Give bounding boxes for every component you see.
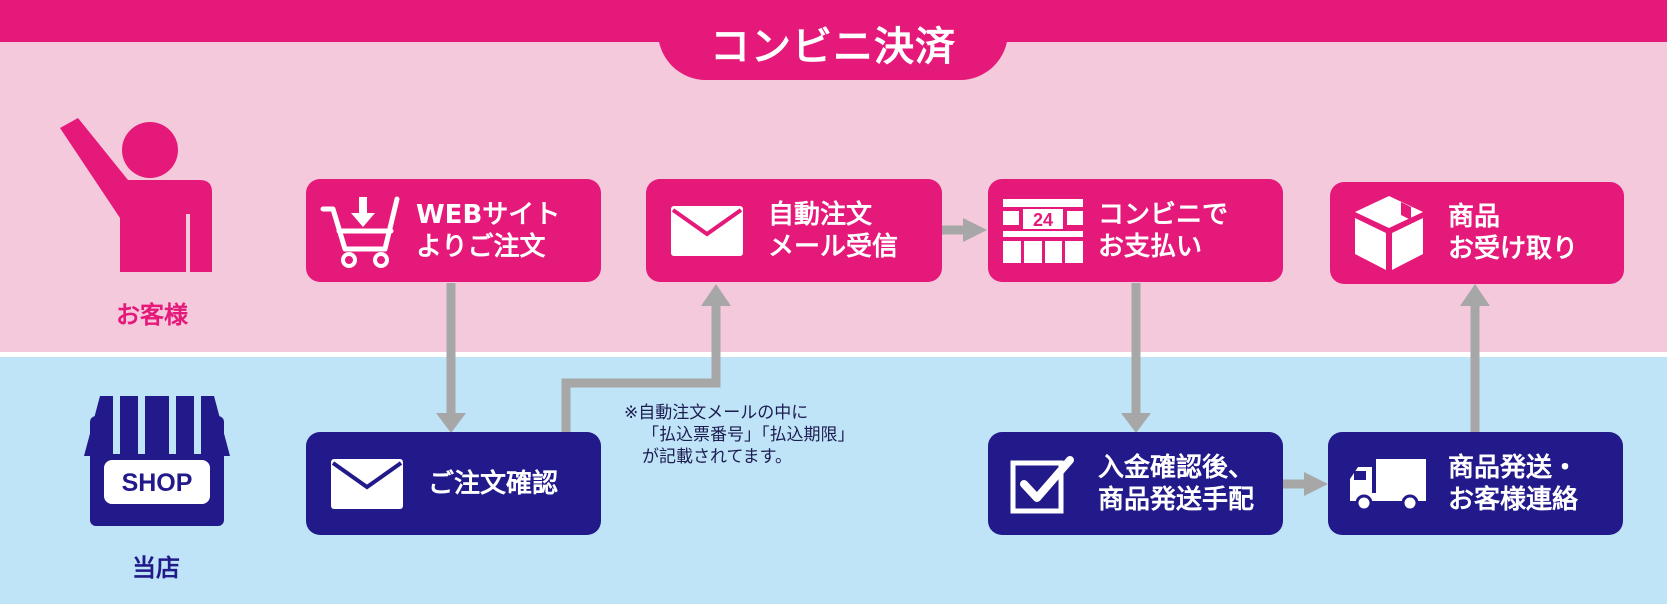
step-receive-product: 商品 お受け取り (1330, 182, 1624, 284)
step-web-order-line1: WEBサイト (416, 199, 561, 230)
note-line1: ※自動注文メールの中に (624, 403, 809, 423)
step-auto-mail-line2: メール受信 (768, 231, 899, 262)
arrowhead-down-2 (1121, 413, 1151, 433)
step-pay-line2: お支払い (1098, 231, 1203, 262)
step-order-confirm-label: ご注文確認 (428, 468, 559, 499)
step-auto-mail-line1: 自動注文 (768, 199, 873, 230)
checkbox-icon (988, 454, 1098, 514)
step-pay-at-store: 24 コンビニで お支払い (988, 179, 1283, 282)
note-line3: が記載されてます。 (642, 447, 792, 467)
arrowhead-down-1 (436, 413, 466, 433)
payment-info-note: ※自動注文メールの中に 「払込票番号」「払込期限」 が記載されてます。 (624, 402, 855, 468)
arrowhead-up-1 (701, 284, 731, 306)
page-title: コンビニ決済 (710, 24, 956, 70)
envelope-icon (646, 205, 768, 256)
arrowhead-right-2 (1304, 472, 1328, 496)
shop-icon: SHOP (84, 396, 230, 526)
step-web-order-line2: よりご注文 (416, 231, 546, 262)
step-ship-and-contact: 商品発送・ お客様連絡 (1328, 432, 1623, 535)
arrowhead-up-2 (1460, 284, 1490, 306)
step-deposit-check: 入金確認後、 商品発送手配 (988, 432, 1283, 535)
step-pay-line1: コンビニで (1098, 199, 1229, 230)
envelope-icon (306, 458, 428, 509)
arrowhead-right-1 (963, 218, 987, 242)
package-icon (1330, 194, 1448, 272)
person-waving-icon (60, 118, 212, 272)
step-deposit-line1: 入金確認後、 (1098, 452, 1255, 483)
step-receive-line1: 商品 (1448, 202, 1501, 232)
store-24-text: 24 (1033, 210, 1053, 230)
lane-divider (0, 352, 1667, 357)
note-line2: 「払込票番号」「払込期限」 (642, 425, 855, 445)
arrow-confirm-to-mail (561, 305, 721, 432)
header-tab (658, 0, 1008, 80)
step-deposit-line2: 商品発送手配 (1098, 484, 1255, 515)
step-order-confirm: ご注文確認 (306, 432, 601, 535)
cart-download-icon (306, 193, 416, 269)
truck-icon (1328, 457, 1448, 511)
step-ship-line2: お客様連絡 (1448, 484, 1579, 515)
shop-sign-text: SHOP (122, 469, 193, 497)
step-auto-mail: 自動注文 メール受信 (646, 179, 942, 282)
step-receive-line2: お受け取り (1448, 234, 1579, 264)
actor-store-label: 当店 (132, 554, 180, 582)
step-web-order: WEBサイト よりご注文 (306, 179, 601, 282)
convenience-store-icon: 24 (988, 198, 1098, 263)
step-ship-line1: 商品発送・ (1448, 452, 1579, 483)
actor-customer-label: お客様 (116, 301, 188, 329)
